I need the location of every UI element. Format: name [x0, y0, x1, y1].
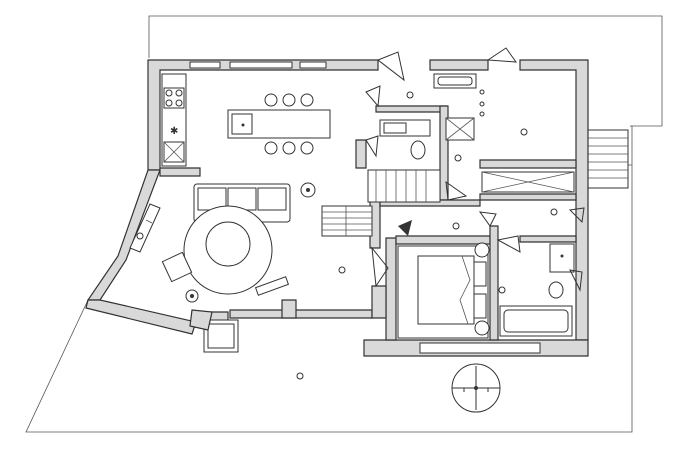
terrace-stairs	[587, 129, 629, 189]
stool	[282, 141, 296, 155]
exterior-walls	[85, 59, 589, 357]
doors	[365, 47, 585, 292]
stool	[264, 141, 278, 155]
svg-text:✱: ✱	[170, 126, 178, 137]
stool	[264, 93, 278, 107]
bed-icon	[417, 255, 487, 325]
toilet-icon	[410, 140, 426, 160]
armchair	[161, 251, 193, 283]
living-room	[129, 182, 316, 353]
stool	[300, 141, 314, 155]
bedroom	[397, 242, 490, 339]
bench	[254, 276, 290, 296]
stool	[282, 93, 296, 107]
ceiling-light-icon	[296, 91, 558, 380]
kitchen: ✱	[161, 73, 331, 167]
compass-icon	[451, 363, 501, 413]
stove-icon	[163, 87, 185, 109]
stool	[300, 93, 314, 107]
coffee-table	[205, 221, 251, 267]
right-rooms	[481, 171, 575, 337]
stairs-icon	[321, 169, 441, 237]
bathroom-upper	[379, 73, 485, 160]
